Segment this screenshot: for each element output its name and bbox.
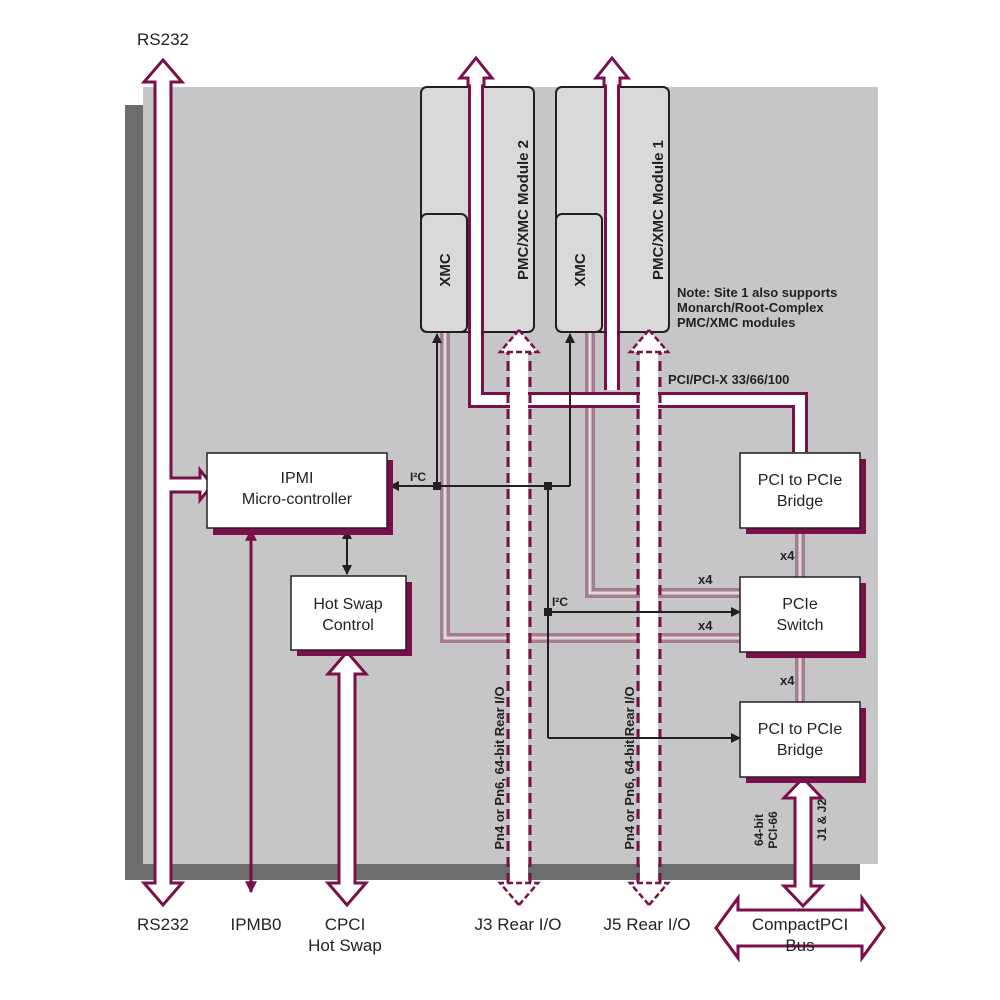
bridge-bottom-label-2: Bridge — [777, 742, 823, 759]
bridge-bottom-block — [739, 701, 866, 783]
rs232-bottom-label: RS232 — [137, 915, 189, 934]
i2c-junction-top-left — [433, 482, 441, 490]
ipmi-label-2: Micro-controller — [242, 491, 353, 508]
module2-title: PMC/XMC Module 2 — [515, 140, 532, 280]
switch-label-2: Switch — [776, 617, 823, 634]
switch-label-1: PCIe — [782, 596, 818, 613]
x4-label-switch-bridge: x4 — [780, 673, 795, 688]
bridge-top-label-1: PCI to PCIe — [758, 472, 843, 489]
j5-rear-io-label: J5 Rear I/O — [604, 915, 691, 934]
rear-io-j5-bus — [627, 328, 671, 907]
rear-io-j3-label: Pn4 or Pn6, 64-bit Rear I/O — [492, 686, 507, 849]
i2c-junction-top-right — [544, 482, 552, 490]
pci-bus-label: PCI/PCI-X 33/66/100 — [668, 372, 789, 387]
rear-io-j5-label: Pn4 or Pn6, 64-bit Rear I/O — [622, 686, 637, 849]
compactpci-vertical-bus — [780, 775, 826, 909]
pci66-label-2: PCI-66 — [766, 811, 780, 849]
note-line-1: Note: Site 1 also supports — [677, 285, 837, 300]
i2c-junction-mid — [544, 608, 552, 616]
ipmi-label-1: IPMI — [281, 470, 314, 487]
x4-label-lane-lower: x4 — [698, 618, 713, 633]
xmc-connector-1 — [555, 213, 603, 333]
compactpci-bus-arrow — [714, 893, 886, 963]
xmc-label-2: XMC — [437, 253, 454, 287]
ipmi-block — [206, 452, 393, 535]
rs232-top-label: RS232 — [137, 30, 189, 49]
note-line-3: PMC/XMC modules — [677, 315, 795, 330]
cpci-hotswap-bus — [324, 649, 370, 908]
bridge-top-block — [739, 452, 866, 534]
pci-bus-arrow-module1 — [592, 55, 632, 88]
compactpci-label-1: CompactPCI — [752, 915, 848, 934]
cpci-hotswap-label-2: Hot Swap — [308, 936, 382, 955]
ipmb0-label: IPMB0 — [230, 915, 281, 934]
pcie-lanes — [440, 333, 805, 702]
compactpci-label-2: Bus — [785, 936, 814, 955]
module1-title: PMC/XMC Module 1 — [650, 140, 667, 280]
i2c-label-mid: I²C — [552, 595, 568, 609]
cpci-hotswap-label-1: CPCI — [325, 915, 366, 934]
x4-label-bridge-switch: x4 — [780, 548, 795, 563]
j1-j2-label: J1 & J2 — [815, 799, 829, 841]
pci66-label-1: 64-bit — [752, 814, 766, 846]
bridge-bottom-label-1: PCI to PCIe — [758, 721, 843, 738]
i2c-label-top: I²C — [410, 470, 426, 484]
pci-bus-arrow-module2 — [456, 55, 496, 88]
xmc-connector-2 — [420, 213, 468, 333]
switch-block — [739, 576, 866, 658]
x4-label-lane-upper: x4 — [698, 572, 713, 587]
hotswap-label-2: Control — [322, 617, 374, 634]
rs232-bus — [140, 57, 214, 908]
note-line-2: Monarch/Root-Complex — [677, 300, 824, 315]
hotswap-label-1: Hot Swap — [313, 596, 382, 613]
bridge-top-label-2: Bridge — [777, 493, 823, 510]
hotswap-block — [290, 575, 412, 656]
j3-rear-io-label: J3 Rear I/O — [475, 915, 562, 934]
rear-io-j3-bus — [497, 328, 541, 907]
xmc-label-1: XMC — [572, 253, 589, 287]
